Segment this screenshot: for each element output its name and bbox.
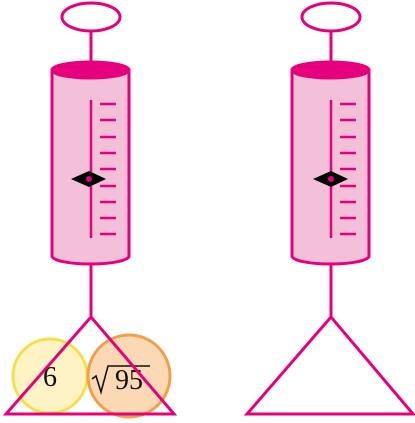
pointer-left [71, 171, 106, 187]
weight-radicand: 95 [115, 365, 143, 396]
pointer-right [313, 171, 348, 187]
scale-ticks-right [329, 100, 356, 238]
spring-scale-left: 6 95 [2, 1, 178, 419]
weight-ball-left-1: 6 [11, 337, 89, 415]
scale-ticks-left [89, 100, 116, 238]
weighing-pan-right [243, 314, 415, 416]
spring-scale-right [243, 1, 415, 416]
hanger-ring-left [60, 1, 122, 33]
hanger-ring-right [300, 1, 362, 33]
radical-sign [91, 365, 150, 395]
weighing-pan-left [2, 314, 178, 416]
weight-label: 6 [43, 362, 57, 393]
weight-ball-left-2: 95 [86, 333, 172, 419]
